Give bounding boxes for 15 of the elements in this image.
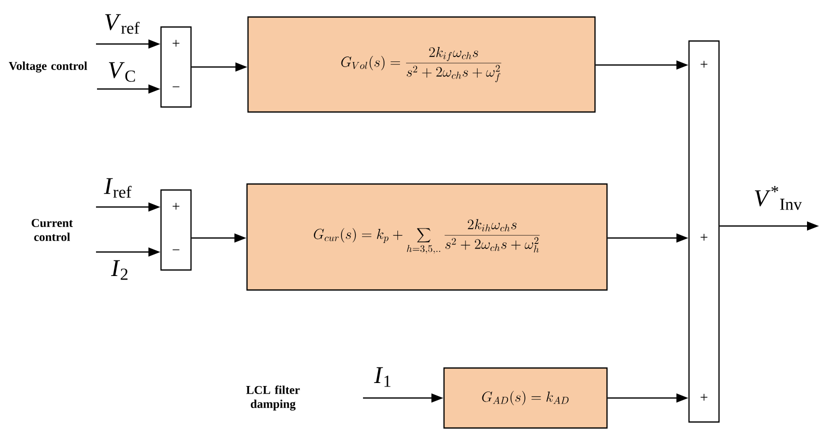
edge-label: V$_{ref}$ <box>105 14 140 34</box>
edge-label: V$_{C}$ <box>108 62 135 82</box>
group-label: Current control <box>32 218 73 242</box>
transfer-function-block: $G_{Vol}(s)=\frac{2k_{if}\omega_{ch}s}{s^{2}+2\omega_{ch}s+\omega_{f}^{2}}$ <box>247 16 596 113</box>
edge-label: V$^{*}$Inv <box>754 186 802 210</box>
summing-junction: + + + <box>688 40 720 423</box>
summing-junction: + − <box>160 26 192 108</box>
edge-label: I$_{2}$ <box>111 260 128 280</box>
edge-label: I$_{1}$ <box>374 367 390 387</box>
edge-label: I$_{ref}$ <box>104 178 132 198</box>
transfer-function-block: $G_{AD}(s)=k_{AD}$ <box>443 367 608 429</box>
group-label: Voltage control <box>8 62 88 72</box>
group-label: LCL filter damping <box>246 385 300 411</box>
transfer-function-block: $G_{cur}(s)=k_{p}+\sum_{h=3,5,..}\frac{2k_{ih}\omega_{ch}s}{s^{2}+2\omega_{ch}s+\omega_{h}^{2}}$ <box>246 183 608 291</box>
summing-junction: + − <box>160 189 192 271</box>
